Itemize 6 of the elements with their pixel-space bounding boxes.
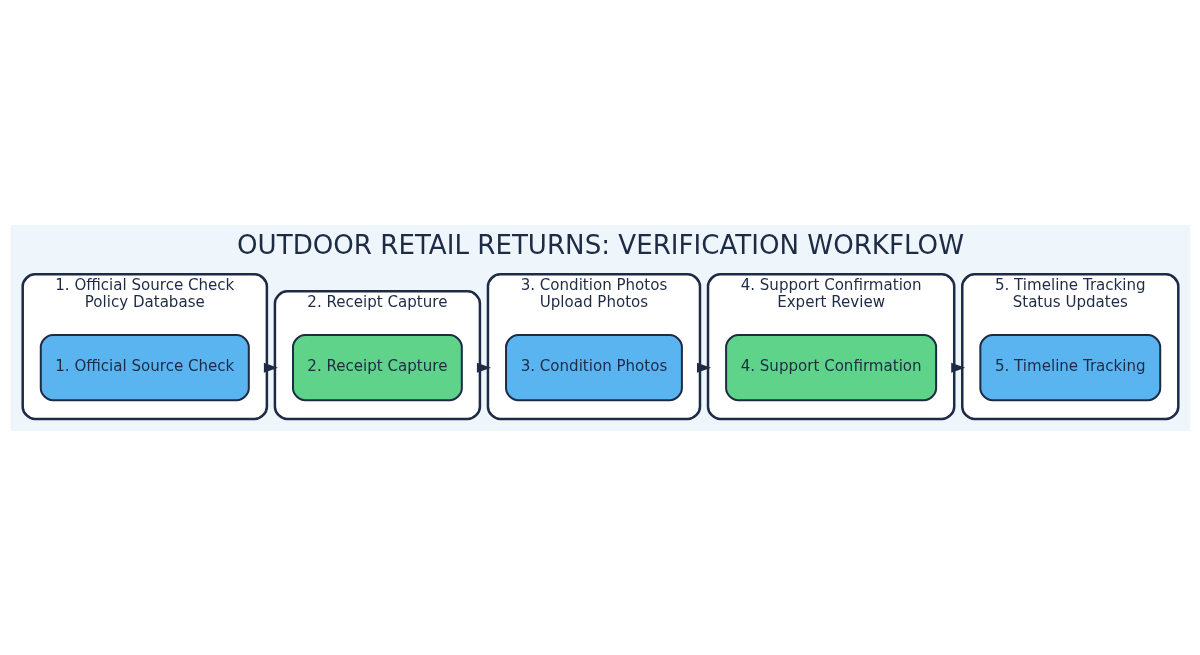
diagram-title: OUTDOOR RETAIL RETURNS: VERIFICATION WORKFLOW — [236, 229, 964, 260]
node-box: 1. Official Source Check — [39, 333, 250, 401]
node-box: 2. Receipt Capture — [291, 333, 463, 401]
node-box: 3. Condition Photos — [504, 333, 683, 401]
node-box: 5. Timeline Tracking — [978, 333, 1161, 401]
node-box: 4. Support Confirmation — [724, 333, 937, 401]
